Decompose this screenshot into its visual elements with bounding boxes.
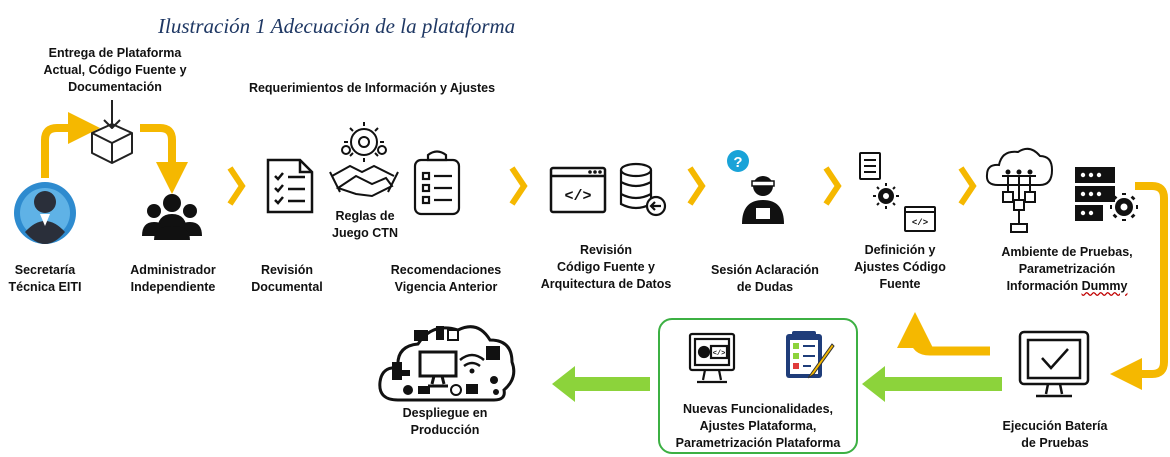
code-window-icon — [549, 166, 607, 214]
handshake-gears-icon — [329, 122, 399, 198]
label-definicion: Definición y Ajustes Código Fuente — [854, 243, 946, 291]
label-recomendaciones: Recomendaciones Vigencia Anterior — [390, 263, 502, 294]
flow-arrow-down — [140, 124, 188, 194]
devices-cloud-icon — [378, 325, 516, 402]
ambiente-line-2: Parametrización — [1018, 262, 1116, 276]
database-icon — [619, 162, 667, 217]
question-badge-icon: ? — [727, 150, 749, 172]
ambiente-line-3b: Dummy — [1081, 279, 1128, 293]
clipboard-list-icon — [413, 150, 461, 216]
ambiente-line-3a: Información — [1006, 279, 1082, 293]
label-sesion: Sesión Aclaración de Dudas — [711, 263, 819, 294]
flow-arrow-up — [41, 112, 100, 178]
svg-text:</>: </> — [713, 350, 726, 358]
document-checklist-icon — [266, 158, 314, 214]
label-revision-codigo: Revisión Código Fuente y Arquitectura de… — [540, 243, 672, 291]
label-ejecucion: Ejecución Batería de Pruebas — [1002, 419, 1108, 450]
server-settings-icon — [1075, 167, 1138, 221]
label-reglas: Reglas de Juego CTN — [332, 209, 398, 240]
developer-person-icon — [742, 176, 784, 224]
flow-arrow-return-up — [897, 312, 990, 356]
label-ambiente: Ambiente de Pruebas, Parametrización Inf… — [972, 244, 1162, 295]
green-back-arrows — [552, 366, 1002, 402]
label-secretaria: Secretaría Técnica EITI — [8, 263, 82, 294]
label-administrador: Administrador Independiente — [130, 263, 216, 294]
ambiente-line-3: Información Dummy — [972, 278, 1162, 295]
label-despliegue: Despliegue en Producción — [402, 406, 488, 437]
package-icon — [91, 100, 133, 164]
endpoint-dots — [1005, 169, 1033, 175]
code-config-icon — [859, 152, 936, 232]
svg-text:</>: </> — [912, 218, 928, 228]
group-icon — [142, 194, 202, 240]
svg-text:?: ? — [733, 154, 742, 171]
monitor-code-icon — [688, 332, 736, 384]
flow-chevrons — [227, 166, 977, 206]
figure-caption: Ilustración 1 Adecuación de la plataform… — [158, 14, 516, 38]
code-tag-text: </> — [564, 188, 591, 205]
label-revision-documental: Revisión Documental — [251, 263, 323, 294]
nuevas-funcionalidades-box — [658, 318, 858, 454]
task-checklist-icon — [786, 331, 835, 379]
ambiente-line-1: Ambiente de Pruebas, — [1001, 245, 1133, 259]
monitor-check-icon — [1018, 330, 1090, 398]
flow-arrow-right-loop — [1110, 182, 1168, 390]
label-requerimientos: Requerimientos de Información y Ajustes — [248, 81, 496, 95]
user-avatar-icon — [14, 182, 76, 244]
label-nuevas: Nuevas Funcionalidades, Ajustes Platafor… — [675, 402, 841, 450]
label-entrega: Entrega de Plataforma Actual, Código Fue… — [43, 46, 187, 94]
cloud-network-icon — [985, 147, 1054, 233]
